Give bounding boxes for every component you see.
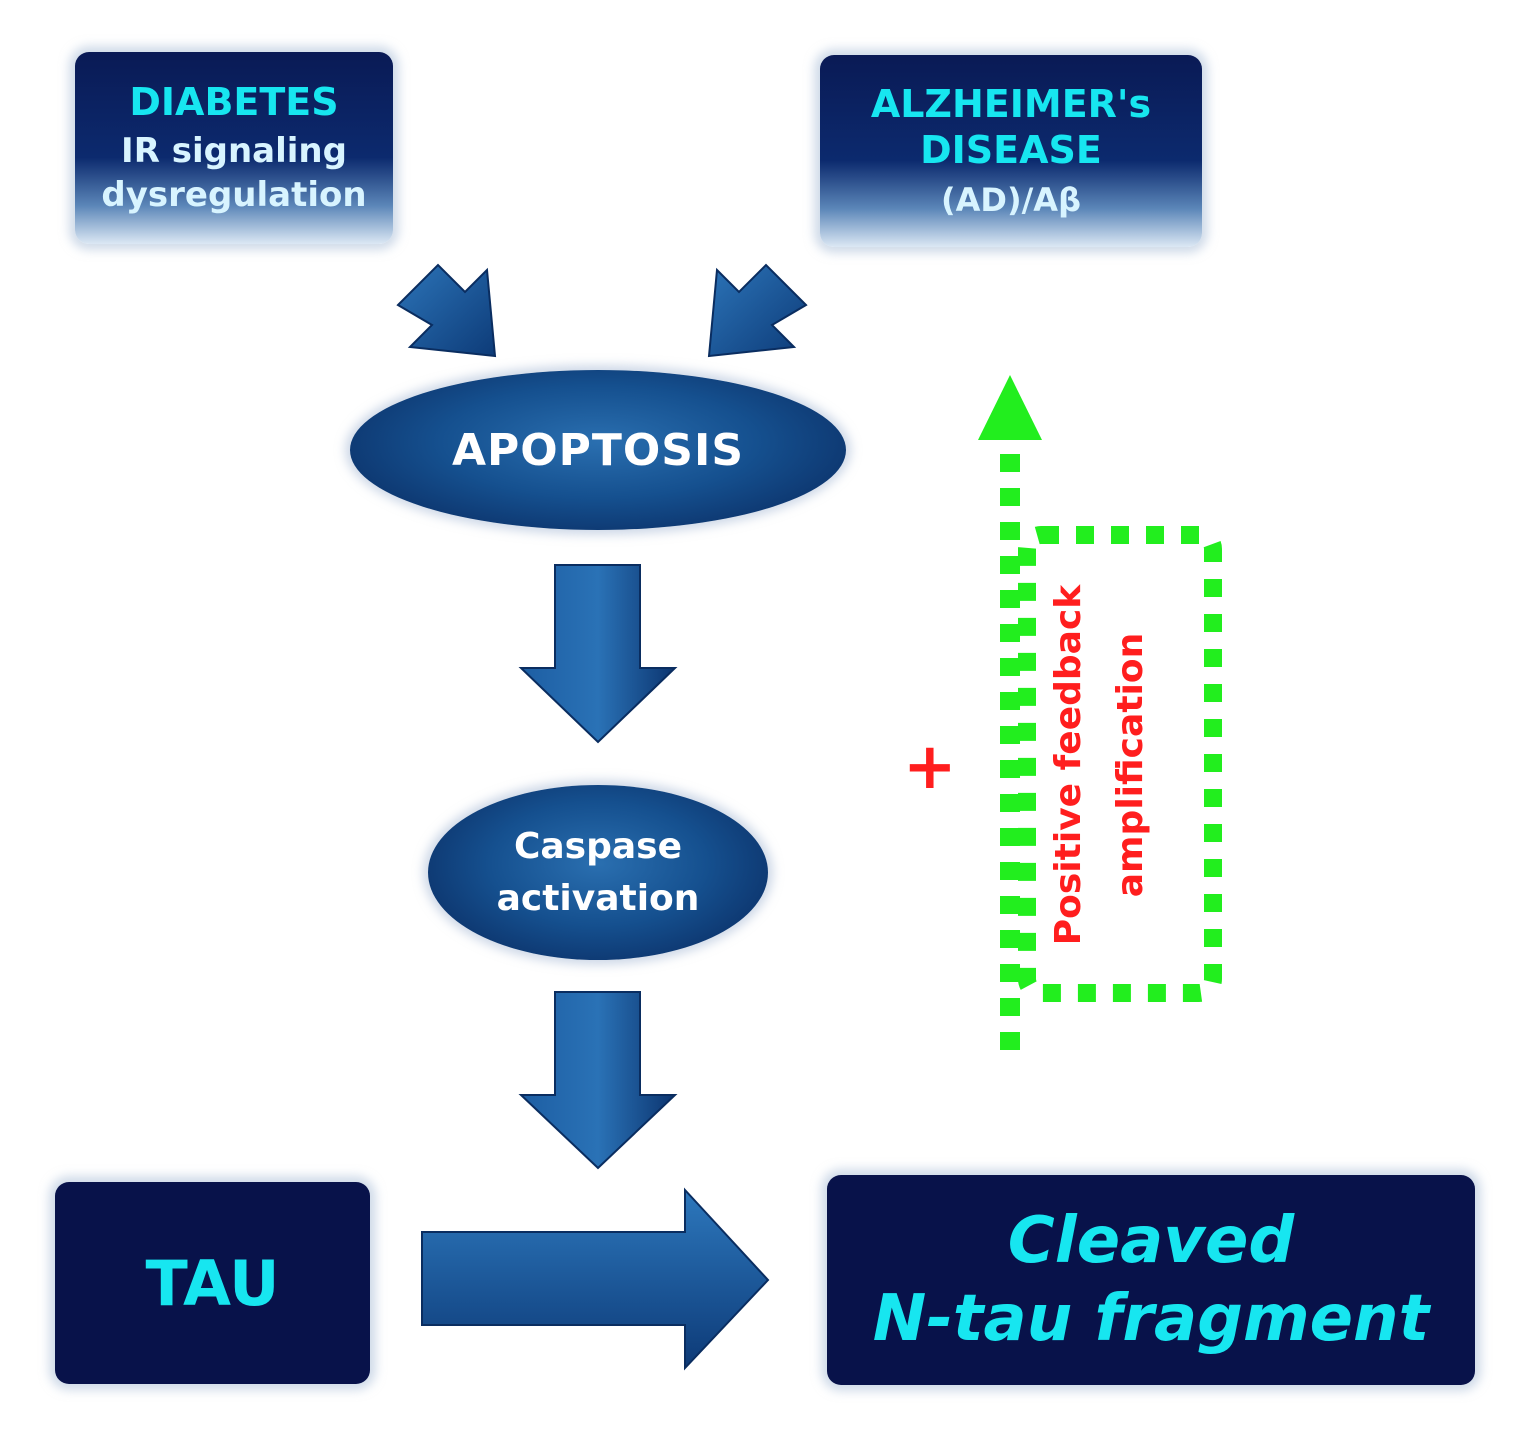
feedback-line2: amplification (1110, 632, 1151, 898)
apoptosis-node: APOPTOSIS (350, 370, 846, 530)
alzheimers-title-line1: ALZHEIMER's (870, 82, 1152, 126)
cleaved-line2: N-tau fragment (872, 1282, 1430, 1356)
caspase-line2: activation (496, 877, 700, 919)
diabetes-title: DIABETES (129, 80, 339, 124)
arrow-alzheimers-to-apoptosis (707, 263, 808, 358)
alzheimers-box: ALZHEIMER's DISEASE (AD)/Aβ (820, 55, 1202, 247)
feedback-loop (978, 375, 1222, 1050)
cleaved-box: Cleaved N-tau fragment (827, 1175, 1475, 1385)
arrow-tau-to-cleaved (421, 1187, 770, 1371)
diabetes-line1: IR signaling (121, 131, 347, 171)
diabetes-line2: dysregulation (101, 175, 367, 215)
feedback-arrowhead (978, 375, 1042, 440)
caspase-line1: Caspase (513, 825, 683, 867)
tau-box: TAU (55, 1182, 370, 1384)
tau-label: TAU (145, 1246, 280, 1320)
plus-sign: + (903, 730, 957, 804)
arrow-caspase-to-tau (518, 991, 678, 1170)
feedback-label-text: Positive feedback amplification (1038, 585, 1162, 945)
feedback-line1: Positive feedback (1048, 584, 1089, 946)
caspase-node: Caspase activation (428, 785, 768, 960)
arrow-diabetes-to-apoptosis (396, 263, 497, 358)
apoptosis-label: APOPTOSIS (451, 424, 745, 476)
arrow-apoptosis-to-caspase (518, 564, 678, 744)
diabetes-box: DIABETES IR signaling dysregulation (75, 52, 393, 244)
alzheimers-subtitle: (AD)/Aβ (941, 181, 1081, 219)
alzheimers-title-line2: DISEASE (920, 128, 1102, 172)
cleaved-line1: Cleaved (1007, 1204, 1295, 1278)
feedback-box (1018, 526, 1222, 1002)
